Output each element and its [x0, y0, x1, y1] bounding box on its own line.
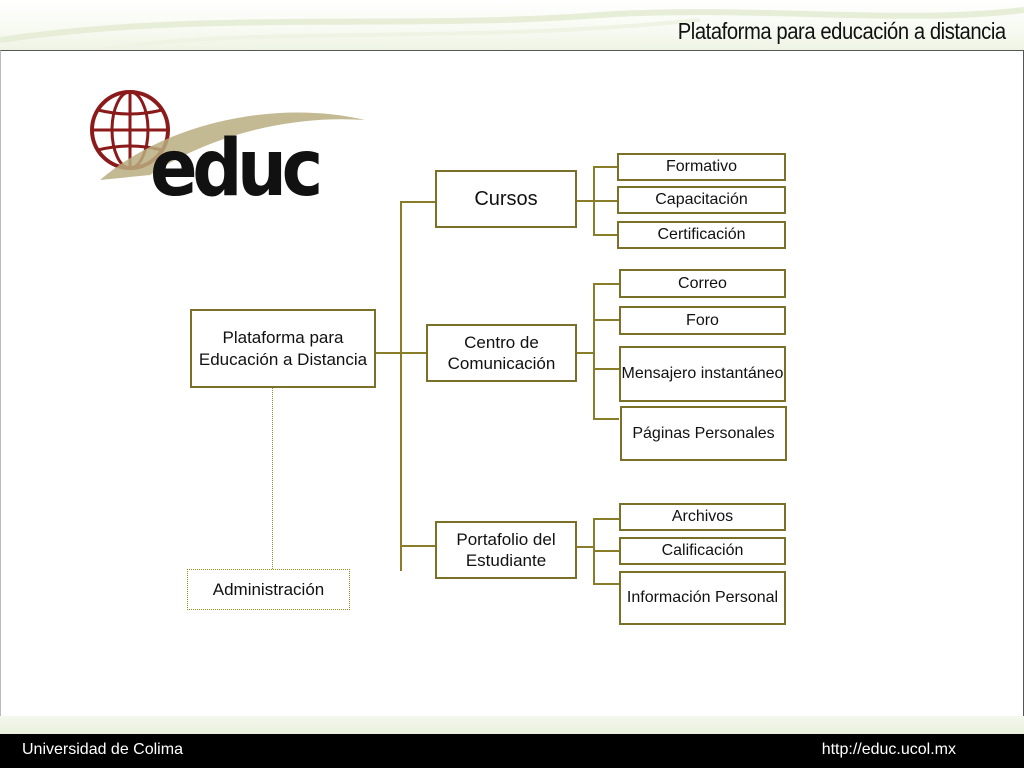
logo-wordmark: educ [150, 124, 323, 214]
node-correo-label: Correo [678, 274, 727, 292]
connector-trunk-portafolio [400, 545, 436, 547]
node-cursos-label: Cursos [474, 187, 538, 210]
connector-cursos-out [576, 200, 594, 202]
connector-root-admin [272, 388, 273, 569]
connector-cursos-certificacion [593, 234, 618, 236]
node-formativo: Formativo [617, 153, 786, 181]
node-informacion: Información Personal [619, 571, 786, 625]
connector-centro-mensajero [593, 368, 619, 370]
connector-root-trunk [375, 352, 401, 354]
node-paginas-label: Páginas Personales [632, 424, 775, 442]
node-root-label: Plataforma para Educación a Distancia [198, 328, 368, 369]
node-foro-label: Foro [686, 311, 719, 329]
node-correo: Correo [619, 269, 786, 298]
node-foro: Foro [619, 306, 786, 335]
connector-trunk-vertical [400, 201, 402, 571]
node-admin-label: Administración [212, 579, 325, 599]
node-certificacion: Certificación [617, 221, 786, 249]
node-admin: Administración [187, 569, 350, 610]
node-informacion-label: Información Personal [626, 589, 779, 606]
connector-portafolio-out [576, 546, 594, 548]
footer-institution: Universidad de Colima [22, 741, 183, 758]
connector-centro-vertical [593, 283, 595, 419]
node-paginas: Páginas Personales [620, 406, 787, 461]
connector-cursos-capacitacion [593, 200, 618, 202]
connector-centro-foro [593, 319, 619, 321]
node-mensajero: Mensajero instantáneo [619, 346, 786, 402]
node-capacitacion-label: Capacitación [655, 191, 748, 208]
node-portafolio-label: Portafolio del Estudiante [456, 529, 556, 570]
footer-band [0, 716, 1024, 734]
logo-swoosh [100, 112, 365, 180]
header-decoration [0, 7, 1024, 50]
connector-centro-correo [593, 283, 619, 285]
connector-trunk-centro [400, 352, 427, 354]
node-root: Plataforma para Educación a Distancia [190, 309, 376, 388]
connector-centro-out [576, 352, 594, 354]
node-archivos: Archivos [619, 503, 786, 531]
slide-title: Plataforma para educación a distancia [677, 18, 1006, 44]
connector-portafolio-calificacion [593, 550, 619, 552]
node-centro-label: Centro de Comunicación [447, 332, 556, 373]
node-portafolio: Portafolio del Estudiante [435, 521, 577, 579]
node-cursos: Cursos [435, 170, 577, 228]
connector-trunk-cursos [400, 201, 436, 203]
connector-centro-paginas [593, 418, 619, 420]
footer-url[interactable]: http://educ.ucol.mx [821, 741, 956, 758]
node-calificacion-label: Calificación [661, 542, 744, 559]
node-formativo-label: Formativo [665, 158, 738, 175]
node-mensajero-label: Mensajero instantáneo [621, 365, 784, 382]
node-calificacion: Calificación [619, 537, 786, 565]
node-certificacion-label: Certificación [657, 226, 746, 243]
connector-portafolio-archivos [593, 518, 619, 520]
slide-header: Plataforma para educación a distancia [0, 0, 1024, 50]
node-centro: Centro de Comunicación [426, 324, 577, 382]
slide-footer: Universidad de Colima http://educ.ucol.m… [0, 734, 1024, 768]
connector-cursos-formativo [593, 166, 618, 168]
node-archivos-label: Archivos [671, 508, 734, 525]
educ-logo [90, 90, 365, 180]
connector-portafolio-informacion [593, 583, 619, 585]
node-capacitacion: Capacitación [617, 186, 786, 214]
